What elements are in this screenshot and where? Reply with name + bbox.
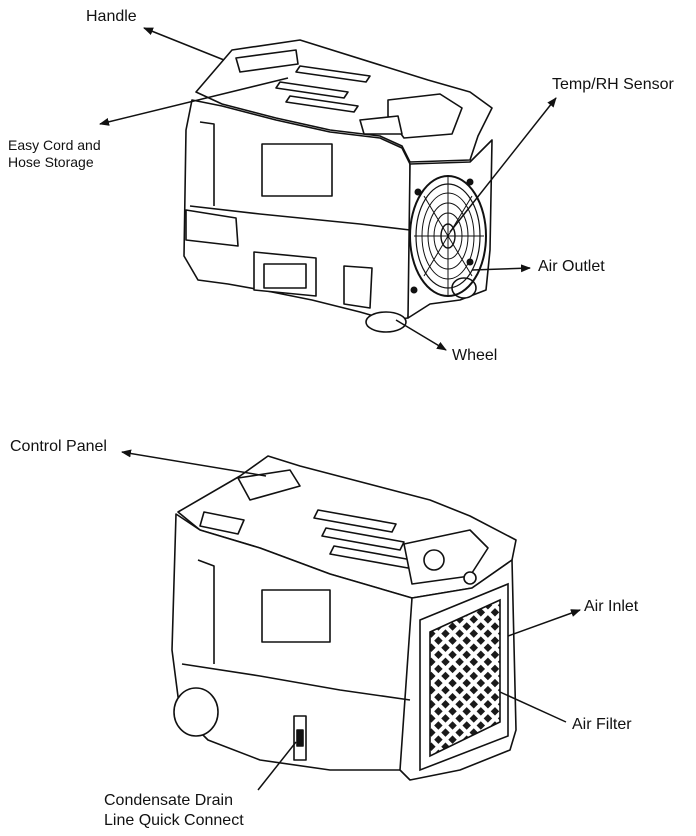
easy-cord-arrow: [99, 77, 289, 126]
drain-label-line2: Line Quick Connect: [104, 812, 244, 829]
air-filter-grille: [419, 582, 509, 772]
control-panel-label: Control Panel: [10, 438, 107, 455]
air-filter-arrow: [499, 691, 567, 723]
air-outlet-arrow: [471, 264, 531, 273]
easy-cord-label-line1: Easy Cord and: [8, 137, 101, 153]
air-inlet-arrow: [507, 609, 581, 637]
temp-rh-sensor-label: Temp/RH Sensor: [552, 76, 674, 93]
callout-arrows: [99, 27, 581, 791]
temp-rh-sensor-arrow: [449, 97, 557, 233]
handle-label: Handle: [86, 8, 137, 25]
drain-label-line1: Condensate Drain: [104, 792, 233, 809]
air-inlet-label: Air Inlet: [584, 598, 639, 615]
easy-cord-label-line2: Hose Storage: [8, 154, 94, 170]
air-outlet-fan: [409, 175, 487, 297]
air-outlet-label: Air Outlet: [538, 258, 605, 275]
handle-arrow: [143, 27, 225, 61]
control-panel-arrow: [121, 449, 267, 477]
wheel-label: Wheel: [452, 347, 498, 364]
drain-arrow: [257, 741, 297, 791]
air-filter-label: Air Filter: [572, 716, 632, 733]
wheel-arrow: [395, 319, 447, 351]
